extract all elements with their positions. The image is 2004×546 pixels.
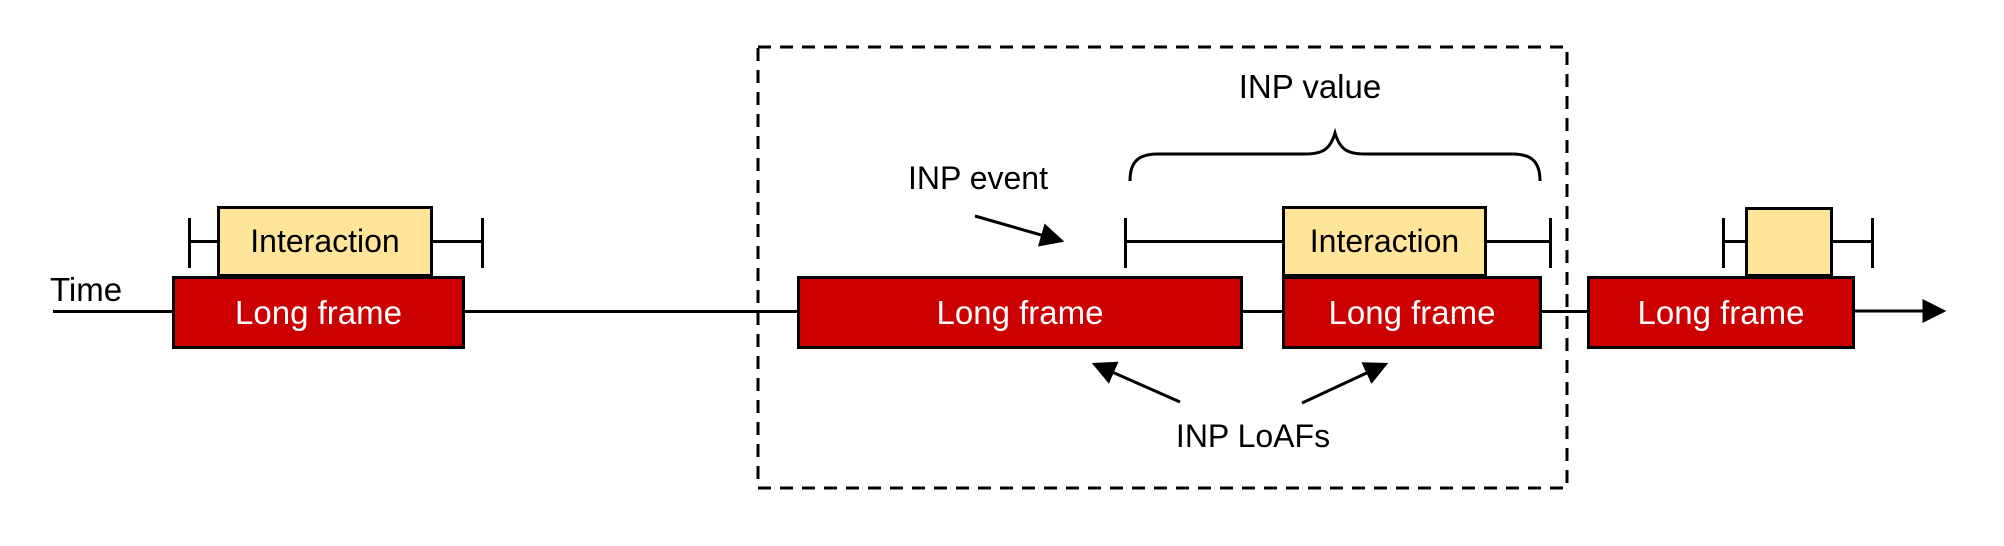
long-frame-label: Long frame bbox=[235, 293, 402, 331]
interaction-1-start-tick bbox=[188, 218, 191, 268]
interaction-label: Interaction bbox=[1309, 223, 1460, 259]
interaction-3-start-tick bbox=[1722, 218, 1725, 268]
interaction-box-3 bbox=[1745, 207, 1833, 277]
interaction-1-right-whisker bbox=[433, 240, 481, 243]
interaction-2-start-tick bbox=[1124, 218, 1127, 268]
long-frame-label: Long frame bbox=[1328, 293, 1496, 331]
inp-event-arrow bbox=[974, 214, 1065, 247]
inp-value-brace bbox=[1128, 127, 1542, 182]
inp-loafs-arrow-left bbox=[1091, 361, 1181, 404]
interaction-3-end-tick bbox=[1871, 218, 1874, 268]
interaction-box-2: Interaction bbox=[1282, 206, 1487, 277]
long-frame-box-4: Long frame bbox=[1587, 276, 1855, 349]
inp-loafs-label: INP LoAFs bbox=[1175, 418, 1331, 454]
inp-event-label: INP event bbox=[908, 160, 1048, 196]
interaction-1-end-tick bbox=[481, 218, 484, 268]
interaction-label: Interaction bbox=[250, 223, 400, 259]
interaction-box-1: Interaction bbox=[217, 206, 433, 277]
long-frame-label: Long frame bbox=[1637, 293, 1805, 331]
interaction-3-right-whisker bbox=[1833, 240, 1871, 243]
time-axis-label: Time bbox=[50, 271, 123, 308]
interaction-3-left-whisker bbox=[1723, 240, 1745, 243]
inp-value-label: INP value bbox=[1238, 68, 1382, 105]
long-frame-box-1: Long frame bbox=[172, 276, 465, 349]
interaction-1-left-whisker bbox=[189, 240, 217, 243]
interaction-2-end-tick bbox=[1549, 218, 1552, 268]
interaction-2-left-whisker bbox=[1125, 240, 1282, 243]
long-frame-box-2: Long frame bbox=[797, 276, 1243, 349]
interaction-2-right-whisker bbox=[1487, 240, 1549, 243]
long-frame-box-3: Long frame bbox=[1282, 276, 1542, 349]
long-frame-label: Long frame bbox=[936, 293, 1104, 331]
inp-loafs-arrow-right bbox=[1301, 362, 1389, 405]
